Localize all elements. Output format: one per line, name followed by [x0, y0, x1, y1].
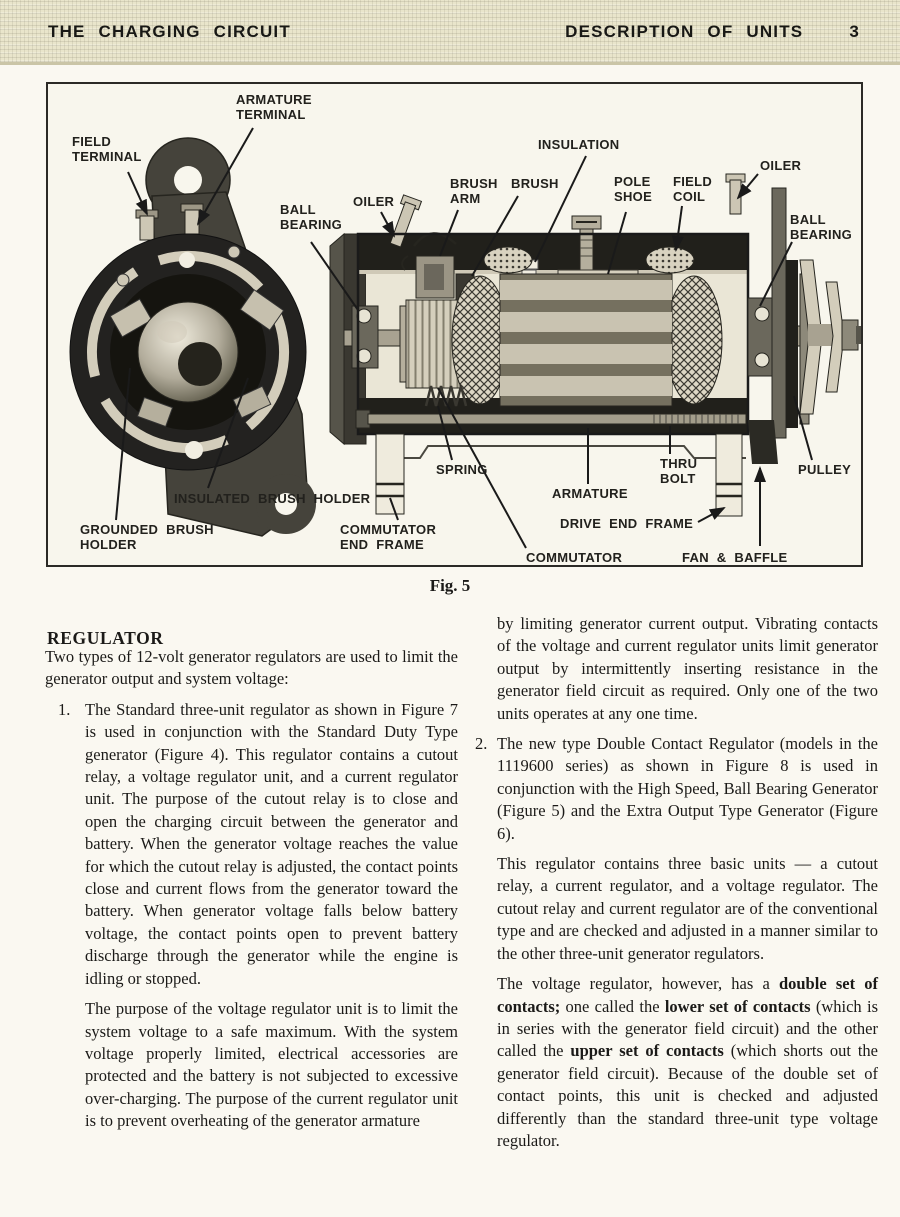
figure-label-fan-baffle: FAN & BAFFLE [682, 550, 788, 565]
figure-label-spring: SPRING [436, 462, 488, 477]
figure-label-oiler-left: OILER [353, 194, 395, 209]
emphasized-text: double set of contacts; [497, 974, 878, 1016]
figure-label-armature-terminal: ARMATURE TERMINAL [236, 92, 312, 122]
paragraph: The voltage regulator, however, has a do… [475, 973, 878, 1152]
body-text: This regulator contains three basic unit… [497, 854, 878, 963]
list-number: 1. [58, 699, 71, 719]
list-number: 2. [475, 734, 488, 754]
figure-label-pulley: PULLEY [798, 462, 852, 477]
figure-label-thru-bolt: THRU BOLT [660, 456, 698, 486]
generator-cutaway-illustration [69, 127, 861, 549]
body-text: The new type Double Contact Regulator (m… [497, 734, 878, 843]
figure-caption: Fig. 5 [429, 576, 471, 595]
figure-label-commutator: COMMUTATOR [526, 550, 623, 565]
body-text: Two types of 12-volt generator regulator… [45, 647, 458, 689]
body-text: The Standard three-unit regulator as sho… [85, 699, 458, 988]
left-column: Two types of 12-volt generator regulator… [45, 646, 458, 1141]
figure-label-armature: ARMATURE [552, 486, 628, 501]
figure-label-insulation: INSULATION [538, 137, 620, 152]
figure-label-ball-bearing-right: BALL BEARING [790, 212, 853, 242]
generator-cross-section [329, 173, 861, 517]
paragraph: The purpose of the voltage regulator uni… [45, 998, 458, 1132]
section-heading: REGULATOR [47, 627, 164, 648]
generator-end-view [69, 137, 316, 537]
figure-label-brush-arm: BRUSH ARM [450, 176, 498, 206]
list-item: 2. The new type Double Contact Regulator … [475, 733, 878, 845]
header-right-title: DESCRIPTION OF UNITS [565, 22, 804, 41]
body-text: by limiting generator current output. Vi… [497, 614, 878, 723]
list-item: 1. The Standard three-unit regulator as s… [45, 699, 458, 990]
figure-label-brush: BRUSH [511, 176, 559, 191]
figure-label-insulated-brush-holder: INSULATED BRUSH HOLDER [174, 491, 371, 506]
figure-label-ball-bearing-left: BALL BEARING [280, 202, 343, 232]
figure-label-drive-end-frame: DRIVE END FRAME [560, 516, 694, 531]
body-text: one called the [560, 996, 665, 1016]
body-text: (which is in series with the generator f… [497, 996, 878, 1061]
header-band: THE CHARGING CIRCUIT DESCRIPTION OF UNIT… [0, 0, 900, 65]
figure-label-pole-shoe: POLE SHOE [614, 174, 653, 204]
body-text: The purpose of the voltage regulator uni… [85, 999, 458, 1131]
figure-label-commutator-end-frame: COMMUTATOR END FRAME [340, 522, 437, 552]
paragraph: by limiting generator current output. Vi… [475, 613, 878, 725]
right-column: by limiting generator current output. Vi… [475, 613, 878, 1160]
body-text: The voltage regulator, however, has a [497, 974, 779, 994]
emphasized-text: upper set of contacts [570, 1041, 724, 1061]
emphasized-text: lower set of contacts [664, 996, 811, 1016]
body-text: (which shorts out the generator field ci… [497, 1041, 878, 1150]
figure-label-field-coil: FIELD COIL [673, 174, 713, 204]
header-left-title: THE CHARGING CIRCUIT [48, 22, 291, 41]
paragraph: Two types of 12-volt generator regulator… [45, 646, 458, 691]
figure-label-grounded-brush-holder: GROUNDED BRUSH HOLDER [80, 522, 214, 552]
callout-leader-lines [115, 127, 813, 549]
figure-5-frame: ARMATURE TERMINAL FIELD TERMINAL BALL BEAR… [46, 82, 863, 567]
page-number: 3 [849, 22, 860, 41]
figure-label-field-terminal: FIELD TERMINAL [72, 134, 142, 164]
paragraph: This regulator contains three basic unit… [475, 853, 878, 965]
figure-label-oiler-right: OILER [760, 158, 802, 173]
